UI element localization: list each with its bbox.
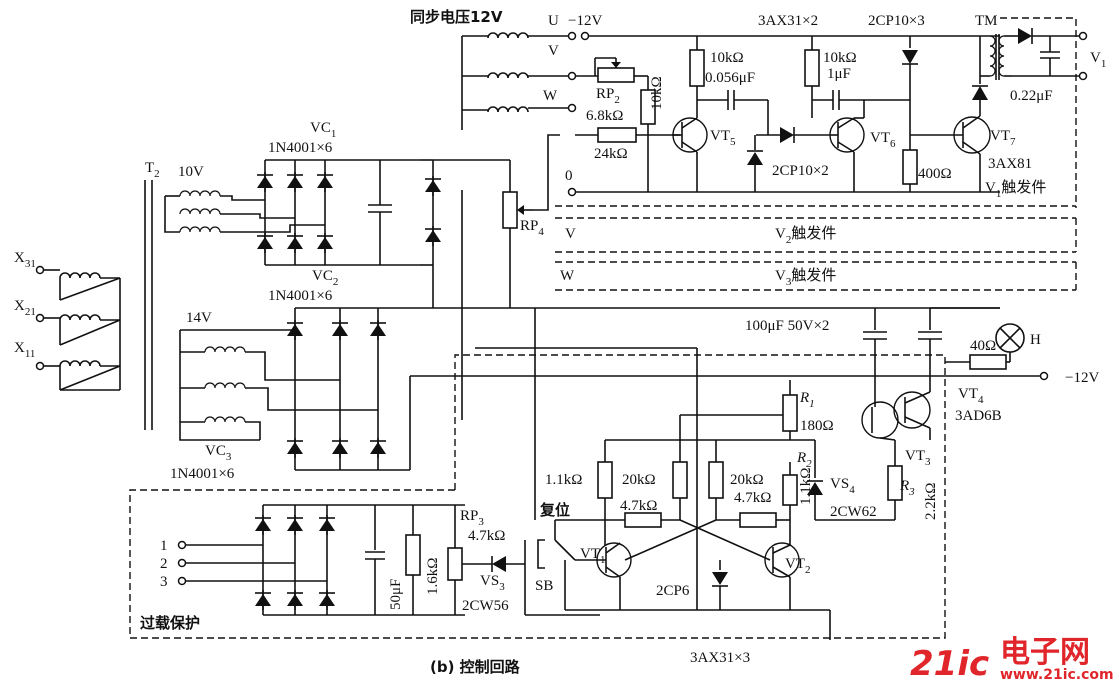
vt5-label: VT5 xyxy=(710,128,736,148)
v14-label: 14V xyxy=(186,310,212,326)
r-20k-a-label: 20kΩ xyxy=(622,472,656,488)
c-1u-label: 1μF xyxy=(827,66,851,82)
vc1-label: VC1 xyxy=(310,120,336,140)
vc3-label: VC3 xyxy=(205,443,232,463)
part-3ax31x3-label: 3AX31×3 xyxy=(690,650,750,666)
r3-label: R3 xyxy=(899,478,915,498)
rp4-label: RP4 xyxy=(520,218,544,238)
rp2-label: RP2 xyxy=(596,86,620,106)
phase-v-trigger-label: V xyxy=(565,226,576,242)
v1-output-label: V1 xyxy=(1090,50,1106,70)
vs3-part-label: 2CW56 xyxy=(462,598,509,614)
vt1-label: VT1 xyxy=(580,546,606,566)
vc2-part-label: 1N4001×6 xyxy=(268,288,333,304)
part-3ax81-label: 3AX81 xyxy=(988,156,1032,172)
r-1-1k-label: 1.1kΩ xyxy=(545,472,582,488)
power-supply-section xyxy=(35,134,1000,471)
neg12-right-label: −12V xyxy=(1065,370,1099,386)
phase-v-label: V xyxy=(548,43,559,59)
vt6-label: VT6 xyxy=(870,130,896,150)
r1-value-label: 180Ω xyxy=(800,418,834,434)
rp3-label: RP3 xyxy=(460,508,484,528)
sync-voltage-label: 同步电压12V xyxy=(410,8,503,26)
tm-label: TM xyxy=(975,13,998,29)
v3-trigger-label: V3触发件 xyxy=(775,267,836,288)
phase-w-trigger-label: W xyxy=(560,268,575,284)
part-2cp6-label: 2CP6 xyxy=(656,583,690,599)
v1-trigger-label: V1触发件 xyxy=(985,179,1046,200)
vt4-label: VT4 xyxy=(958,386,984,406)
r3-value-label: 2.2kΩ xyxy=(923,483,939,520)
part-3ax31x2-label: 3AX31×2 xyxy=(758,13,818,29)
vt3-label: VT3 xyxy=(905,448,931,468)
zero-label: 0 xyxy=(565,168,573,184)
part-3ad6b-label: 3AD6B xyxy=(955,408,1002,424)
r-1-6k-label: 1.6kΩ xyxy=(425,558,441,595)
watermark-url: www.21ic.com xyxy=(1000,667,1114,683)
watermark-brand: 21ic xyxy=(910,644,989,684)
vt2-label: VT2 xyxy=(785,556,811,576)
v2-trigger-label: V2触发件 xyxy=(775,225,836,246)
reset-label: 复位 xyxy=(539,501,570,519)
phase-w-label: W xyxy=(543,88,558,104)
neg12-top-label: −12V xyxy=(568,13,602,29)
vs4-part-label: 2CW62 xyxy=(830,504,877,520)
input-2-label: 2 xyxy=(160,556,168,572)
c-0056-label: 0.056μF xyxy=(705,70,755,86)
x31-label: X31 xyxy=(14,250,36,270)
r-24k-label: 24kΩ xyxy=(594,146,628,162)
vs3-label: VS3 xyxy=(480,573,505,593)
r-6-8k-label: 6.8kΩ xyxy=(586,108,623,124)
input-1-label: 1 xyxy=(160,538,168,554)
c-022-label: 0.22μF xyxy=(1010,88,1053,104)
x11-label: X11 xyxy=(14,340,35,360)
r-4-7k-a-label: 4.7kΩ xyxy=(620,498,657,514)
caps-100u-label: 100μF 50V×2 xyxy=(745,318,829,334)
r1-label: R1 xyxy=(799,390,815,410)
r-400-label: 400Ω xyxy=(918,166,952,182)
labels: 同步电压12V U V W 0 −12V RP2 6.8kΩ 24kΩ 10kΩ… xyxy=(14,8,1106,676)
c-50u-label: 50μF xyxy=(388,579,404,610)
part-2cp10x3-label: 2CP10×3 xyxy=(868,13,925,29)
r-10k-a-label: 10kΩ xyxy=(710,50,744,66)
overload-protection-section xyxy=(129,354,946,639)
vc1-part-label: 1N4001×6 xyxy=(268,140,333,156)
trigger-section xyxy=(461,17,1088,291)
rp3-value-label: 4.7kΩ xyxy=(468,528,505,544)
lamp-h-label: H xyxy=(1030,332,1041,348)
r-4-7k-b-label: 4.7kΩ xyxy=(734,490,771,506)
r2-label: R2 xyxy=(796,450,812,470)
vc2-label: VC2 xyxy=(312,268,338,288)
x21-label: X21 xyxy=(14,298,36,318)
r-10k-vertical-label: 10kΩ xyxy=(649,76,665,110)
sb-label: SB xyxy=(535,578,553,594)
part-2cp10x2-label: 2CP10×2 xyxy=(772,163,829,179)
r-10k-b-label: 10kΩ xyxy=(823,50,857,66)
r-20k-b-label: 20kΩ xyxy=(730,472,764,488)
watermark-logo: 21ic 电子网 www.21ic.com xyxy=(910,635,1114,684)
control-flipflop-section xyxy=(475,307,1049,640)
input-3-label: 3 xyxy=(160,574,168,590)
vt7-label: VT7 xyxy=(990,128,1016,148)
v10-label: 10V xyxy=(178,164,204,180)
vs4-label: VS4 xyxy=(830,476,855,496)
r2-value-label: 1.1kΩ xyxy=(798,468,814,505)
overload-protection-label: 过载保护 xyxy=(140,614,200,632)
watermark-cn: 电子网 xyxy=(1000,635,1090,670)
r-40-label: 40Ω xyxy=(970,338,996,354)
phase-u-label: U xyxy=(548,13,559,29)
figure-title: (b) 控制回路 xyxy=(430,658,521,676)
t2-label: T2 xyxy=(145,160,160,180)
vc3-part-label: 1N4001×6 xyxy=(170,466,235,482)
